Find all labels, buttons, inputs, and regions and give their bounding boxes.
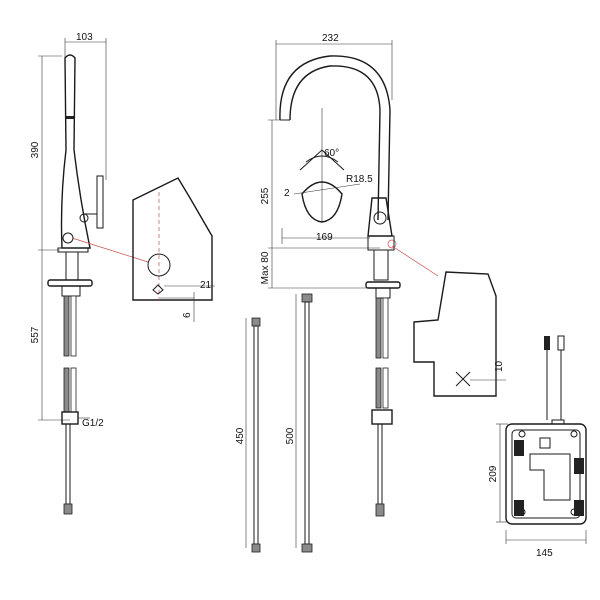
- detail-left: 21 6: [132, 177, 215, 322]
- right-tap: 232 255 Max 80 60° R18.5 2 169: [260, 33, 439, 517]
- dim-detail-right: 10: [494, 360, 505, 372]
- dim-tap-left-width: 103: [76, 32, 93, 43]
- dim-radius: R18.5: [346, 174, 373, 185]
- dim-thread: G1/2: [82, 418, 104, 429]
- dim-offset: 2: [284, 188, 290, 199]
- dim-max-deck: Max 80: [260, 251, 271, 284]
- dim-tap-right-width: 232: [322, 33, 339, 44]
- left-tap: 103 390 557 G1/2: [30, 32, 149, 515]
- dim-hose-2: 500: [285, 427, 296, 444]
- dim-tap-left-lower: 557: [30, 326, 41, 343]
- hose-450: 450: [235, 317, 261, 553]
- dim-angle: 60°: [324, 148, 339, 159]
- dim-hose-1: 450: [235, 427, 246, 444]
- dim-box-height: 209: [488, 465, 499, 482]
- dim-reach: 169: [316, 232, 333, 243]
- hose-500: 500: [285, 293, 313, 553]
- dim-box-width: 145: [536, 548, 553, 559]
- dim-detail-left-b: 6: [182, 312, 193, 318]
- dim-tap-left-height: 390: [30, 141, 41, 158]
- dim-detail-left-a: 21: [200, 280, 212, 291]
- dim-height-spout: 255: [260, 187, 271, 204]
- control-box: 209 145: [488, 335, 587, 559]
- detail-right: 10: [413, 271, 506, 397]
